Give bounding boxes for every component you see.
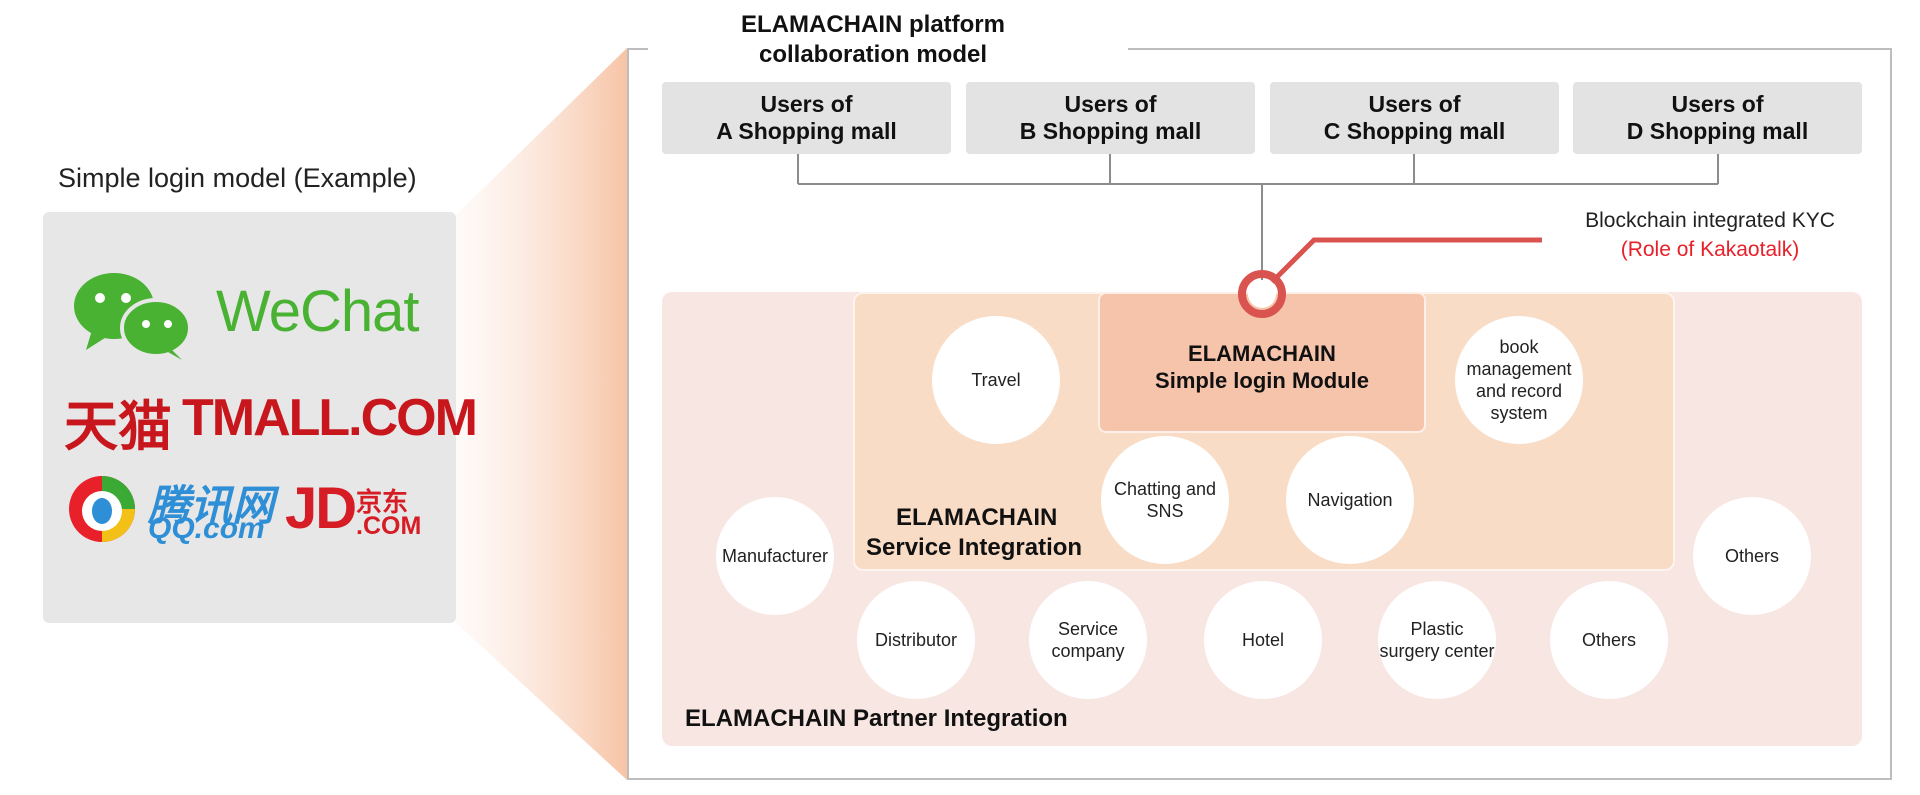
simple-login-model-title: Simple login model (Example) xyxy=(58,163,417,193)
service-circle-book-management: book management and record system xyxy=(1455,316,1583,444)
service-label-line1: ELAMACHAIN xyxy=(896,504,1058,531)
service-label-line2: Service Integration xyxy=(866,534,1083,561)
user-box-line1: Users of xyxy=(760,91,853,117)
users-d-shopping-mall: Users of D Shopping mall xyxy=(1573,82,1862,154)
qq-logo-chinese: 腾讯网 xyxy=(148,481,275,530)
blockchain-kyc-label: Blockchain integrated KYC (Role of Kakao… xyxy=(1565,206,1855,264)
service-integration-label: ELAMACHAIN Service Integration xyxy=(866,503,1082,563)
kyc-line1: Blockchain integrated KYC xyxy=(1585,209,1835,232)
partner-integration-label: ELAMACHAIN Partner Integration xyxy=(685,705,1068,732)
partner-circle-others-right: Others xyxy=(1693,497,1811,615)
platform-frame xyxy=(627,48,1892,780)
tmall-logo-text: TMALL.COM xyxy=(182,389,478,447)
qq-logo-icon xyxy=(69,476,135,542)
service-circle-navigation: Navigation xyxy=(1286,436,1414,564)
user-box-line1: Users of xyxy=(1064,91,1157,117)
users-c-shopping-mall: Users of C Shopping mall xyxy=(1270,82,1559,154)
platform-title: ELAMACHAIN platform collaboration model xyxy=(648,10,1098,70)
partner-circle-manufacturer: Manufacturer xyxy=(716,497,834,615)
frame-title-gap xyxy=(648,40,1128,54)
user-box-line2: A Shopping mall xyxy=(716,118,897,144)
platform-title-line2: collaboration model xyxy=(758,41,988,68)
jd-logo-com: .COM xyxy=(356,512,422,540)
jd-logo-chinese: 京东 xyxy=(356,488,409,518)
wechat-logo-icon xyxy=(74,273,190,360)
kyc-pointer-line xyxy=(1270,237,1542,284)
partner-circle-distributor: Distributor xyxy=(857,581,975,699)
jd-logo-text: JD xyxy=(285,476,357,541)
users-b-shopping-mall: Users of B Shopping mall xyxy=(966,82,1255,154)
partner-circle-hotel: Hotel xyxy=(1204,581,1322,699)
partner-circle-others: Others xyxy=(1550,581,1668,699)
partner-circle-plastic-surgery: Plastic surgery center xyxy=(1378,581,1496,699)
module-title-line2: Simple login Module xyxy=(1155,367,1369,393)
user-box-line2: C Shopping mall xyxy=(1323,118,1506,144)
tmall-logo-chinese: 天猫 xyxy=(64,395,172,458)
users-a-shopping-mall: Users of A Shopping mall xyxy=(662,82,951,154)
partner-circle-service-company: Service company xyxy=(1029,581,1147,699)
service-circle-chatting-sns: Chatting and SNS xyxy=(1101,436,1229,564)
user-box-line1: Users of xyxy=(1671,91,1764,117)
qq-logo-text: QQ.com xyxy=(148,512,265,545)
kyc-role: (Role of Kakaotalk) xyxy=(1620,238,1800,261)
user-box-line1: Users of xyxy=(1368,91,1461,117)
user-box-line2: B Shopping mall xyxy=(1019,118,1202,144)
user-box-line2: D Shopping mall xyxy=(1626,118,1809,144)
platform-title-line1: ELAMACHAIN platform xyxy=(741,11,1005,38)
kyc-connector-ring xyxy=(1238,270,1286,318)
module-title-line1: ELAMACHAIN xyxy=(1188,340,1336,366)
wechat-logo-text: WeChat xyxy=(216,279,419,344)
service-circle-travel: Travel xyxy=(932,316,1060,444)
